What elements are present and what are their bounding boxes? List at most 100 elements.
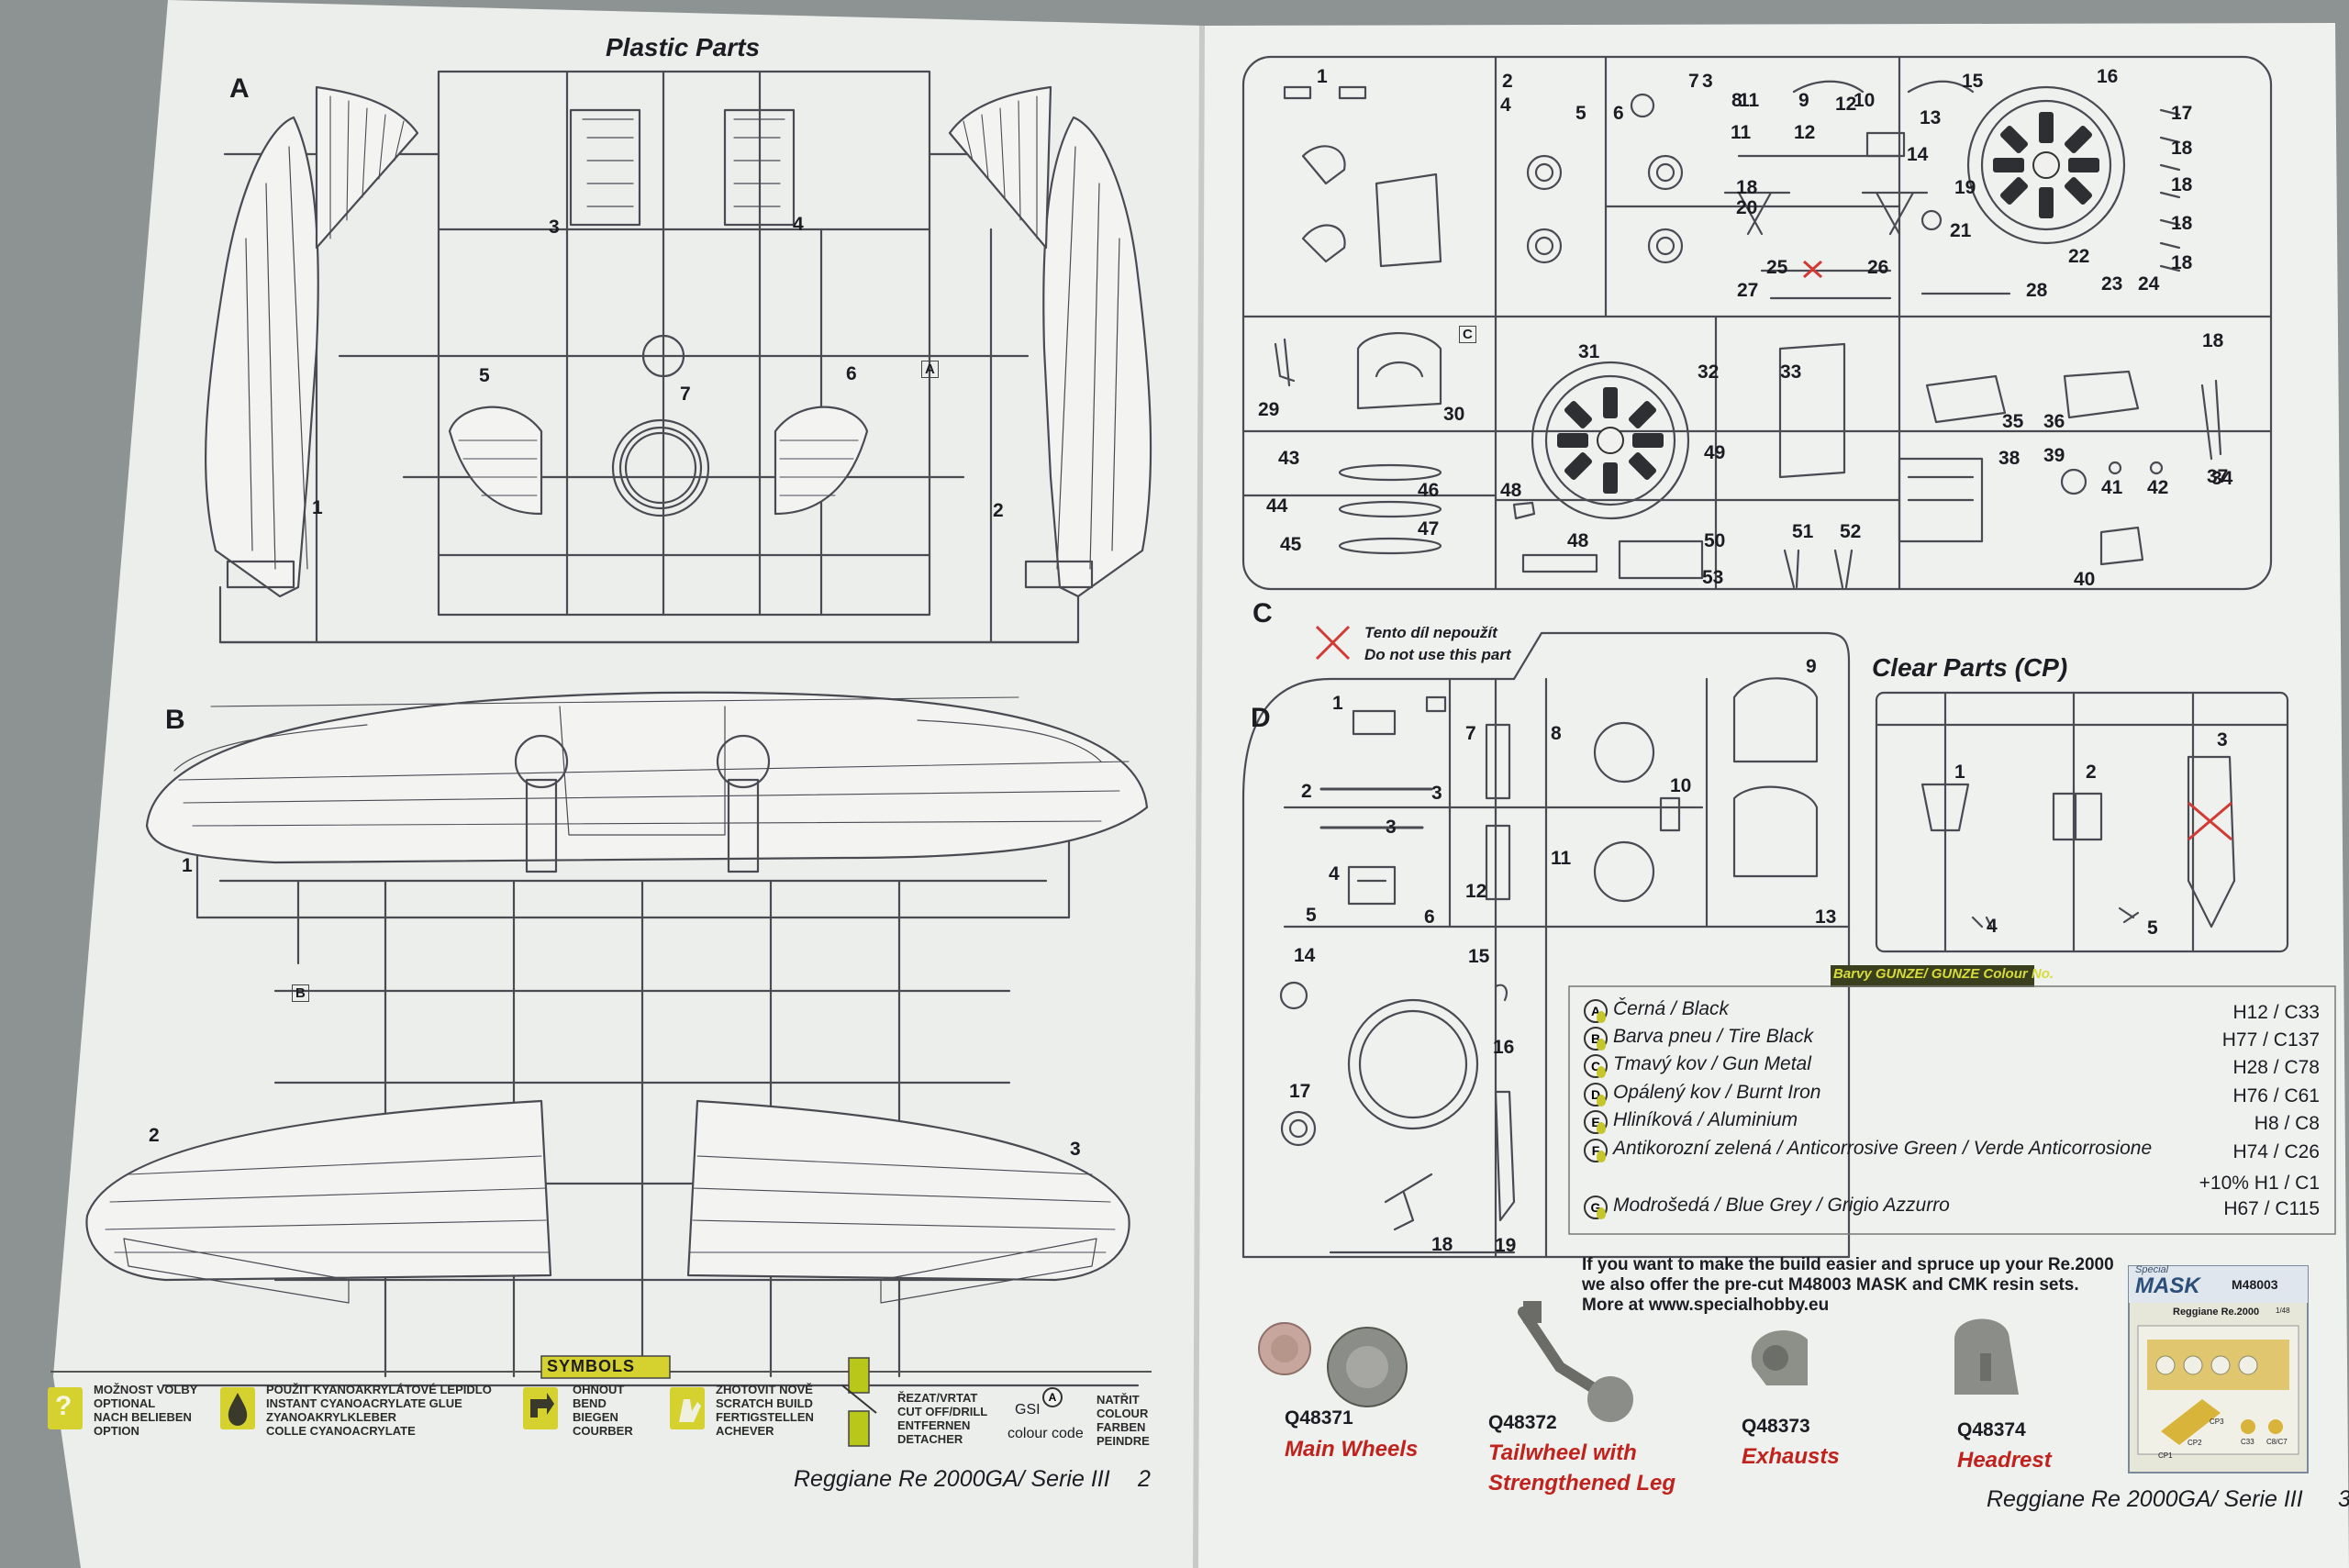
sprue-c-part-label: 14 xyxy=(1907,144,1929,165)
sprue-c-part-label: 19 xyxy=(1954,177,1976,198)
sprue-d-part-label: 6 xyxy=(1424,906,1435,928)
colour-name: Modrošedá / Blue Grey / Grigio Azzurro xyxy=(1613,1195,1950,1216)
sprue-d-letter: D xyxy=(1251,703,1271,733)
sprue-c-part-label: 25 xyxy=(1766,257,1788,278)
sprue-c-part-label: 15 xyxy=(1962,71,1984,92)
promo-text: If you want to make the build easier and… xyxy=(1582,1255,2114,1315)
part-a5-label: 5 xyxy=(479,365,490,386)
product-q48372-code: Q48372 xyxy=(1488,1412,1557,1433)
sprue-c-part-label: 31 xyxy=(1578,341,1600,362)
colour-header-bar xyxy=(1831,965,2034,987)
sprue-c-part-label: 1 xyxy=(1317,66,1328,87)
symbols-strip xyxy=(48,1355,1152,1447)
sprue-d-part-label: 12 xyxy=(1465,881,1487,902)
sprue-d-part-label: 14 xyxy=(1294,945,1316,966)
sprue-c-part-label: 4 xyxy=(1500,95,1511,116)
sprue-d-part-label: 16 xyxy=(1493,1037,1515,1058)
sprue-c-part-label: 10 xyxy=(1854,90,1876,111)
sprue-c-part-label: 51 xyxy=(1792,521,1814,542)
colour-code-extra: +10% H1 / C1 xyxy=(2199,1173,2320,1194)
sprue-c-part-label: 18 xyxy=(2202,330,2224,351)
colour-code: H77 / C137 xyxy=(2221,1029,2320,1051)
right-page-number: 3 xyxy=(2338,1486,2349,1513)
sprue-c-parts xyxy=(1274,80,2222,589)
mask-code: M48003 xyxy=(2232,1277,2278,1292)
sprue-d-part-label: 3 xyxy=(1386,817,1397,838)
sprue-c-part-label: 53 xyxy=(1702,567,1724,588)
colour-badge: F xyxy=(1584,1139,1608,1162)
sprue-c-part-label: 52 xyxy=(1840,521,1862,542)
sprue-a-marker: A xyxy=(921,361,939,378)
clear-parts-title: Clear Parts (CP) xyxy=(1872,653,2068,682)
sprue-c-part-label: 5 xyxy=(1575,103,1586,124)
fuselage-half-right xyxy=(948,85,1152,598)
paint-drop-icon xyxy=(1597,1039,1606,1051)
clear-part-5-label: 5 xyxy=(2147,917,2158,939)
sprue-d-part-label: 5 xyxy=(1306,905,1317,926)
sprue-c-part-label: 23 xyxy=(2101,273,2123,295)
sprue-c-part-label: 24 xyxy=(2138,273,2160,295)
sprue-b-frame xyxy=(161,806,1140,1387)
colour-name: Černá / Black xyxy=(1613,998,1730,1019)
cut-off-icon xyxy=(848,1357,870,1394)
part-a3-label: 3 xyxy=(549,217,560,238)
part-a7-label: 7 xyxy=(680,384,691,405)
sprue-c-part-label: 30 xyxy=(1443,404,1465,425)
sprue-d-part-label: 9 xyxy=(1806,656,1817,677)
sprue-d-part-label: 7 xyxy=(1465,723,1476,744)
sprue-d-parts xyxy=(1279,677,1819,1231)
colour-code: H28 / C78 xyxy=(2232,1057,2320,1078)
product-q48372-name-1: Tailwheel with xyxy=(1488,1440,1637,1465)
sprue-c-part-label: 9 xyxy=(1798,90,1809,111)
product-q48371-code: Q48371 xyxy=(1285,1407,1353,1429)
sprue-c-part-label: 18 xyxy=(2171,213,2193,234)
sprue-c-part-label: 43 xyxy=(1278,448,1300,469)
paint-drop-icon xyxy=(1597,1095,1606,1106)
sprue-c-part-label: 22 xyxy=(2068,246,2090,267)
wing-lower-parts-b2-b3 xyxy=(85,1099,1130,1304)
colour-name: Hliníková / Aluminium xyxy=(1613,1109,1798,1130)
colour-code: H8 / C8 xyxy=(2254,1113,2320,1134)
sprue-c-part-label: 39 xyxy=(2043,445,2065,466)
sprue-b-marker: B xyxy=(292,984,309,1002)
colour-header: Barvy GUNZE/ GUNZE Colour No. xyxy=(1833,966,2054,982)
left-page-footer: Reggiane Re 2000GA/ Serie III xyxy=(794,1466,1110,1492)
do-not-use-en: Do not use this part xyxy=(1364,646,1511,663)
part-b3-label: 3 xyxy=(1070,1139,1081,1160)
sprue-c-part-label: 28 xyxy=(2026,280,2048,301)
product-images xyxy=(1258,1301,2019,1422)
clear-part-4-label: 4 xyxy=(1987,916,1998,937)
left-page-number: 2 xyxy=(1138,1466,1151,1492)
product-q48373-name: Exhausts xyxy=(1742,1444,1840,1469)
sprue-c-letter: C xyxy=(1252,598,1273,628)
sprue-c-part-label: 48 xyxy=(1567,530,1589,551)
sprue-d-part-label: 17 xyxy=(1289,1081,1311,1102)
mask-product-box xyxy=(2128,1265,2309,1473)
mask-label-cp2: CP2 xyxy=(2188,1439,2202,1447)
colour-name: Opálený kov / Burnt Iron xyxy=(1613,1082,1821,1103)
part-b1-label: 1 xyxy=(182,855,193,876)
paint-drop-icon xyxy=(1597,1207,1606,1219)
sprue-c-part-label: 21 xyxy=(1950,220,1972,241)
mask-brand-small: Special xyxy=(2135,1264,2169,1275)
sprue-d-part-label: 13 xyxy=(1815,906,1837,928)
mask-label-c8-c7: C8/C7 xyxy=(2266,1438,2288,1446)
wing-upper-part-b1 xyxy=(145,691,1149,873)
do-not-use-cz: Tento díl nepoužít xyxy=(1364,624,1497,641)
sprue-c-part-label: 46 xyxy=(1418,480,1440,501)
part-a3-a4 xyxy=(569,108,796,227)
colour-name: Barva pneu / Tire Black xyxy=(1613,1026,1814,1047)
product-q48372-name-2: Strengthened Leg xyxy=(1488,1471,1676,1496)
sprue-d-part-label: 11 xyxy=(1551,848,1572,869)
mask-subtitle: Reggiane Re.2000 xyxy=(2173,1307,2260,1318)
sprue-c-part-label: 32 xyxy=(1698,361,1720,383)
plastic-parts-title: Plastic Parts xyxy=(606,33,761,61)
part-b2-label: 2 xyxy=(149,1125,160,1146)
do-not-use-cross-on-part-c26 xyxy=(1802,260,1823,279)
mask-scale: 1/48 xyxy=(2276,1307,2290,1315)
sprue-c-part-label: 41 xyxy=(2101,477,2123,498)
